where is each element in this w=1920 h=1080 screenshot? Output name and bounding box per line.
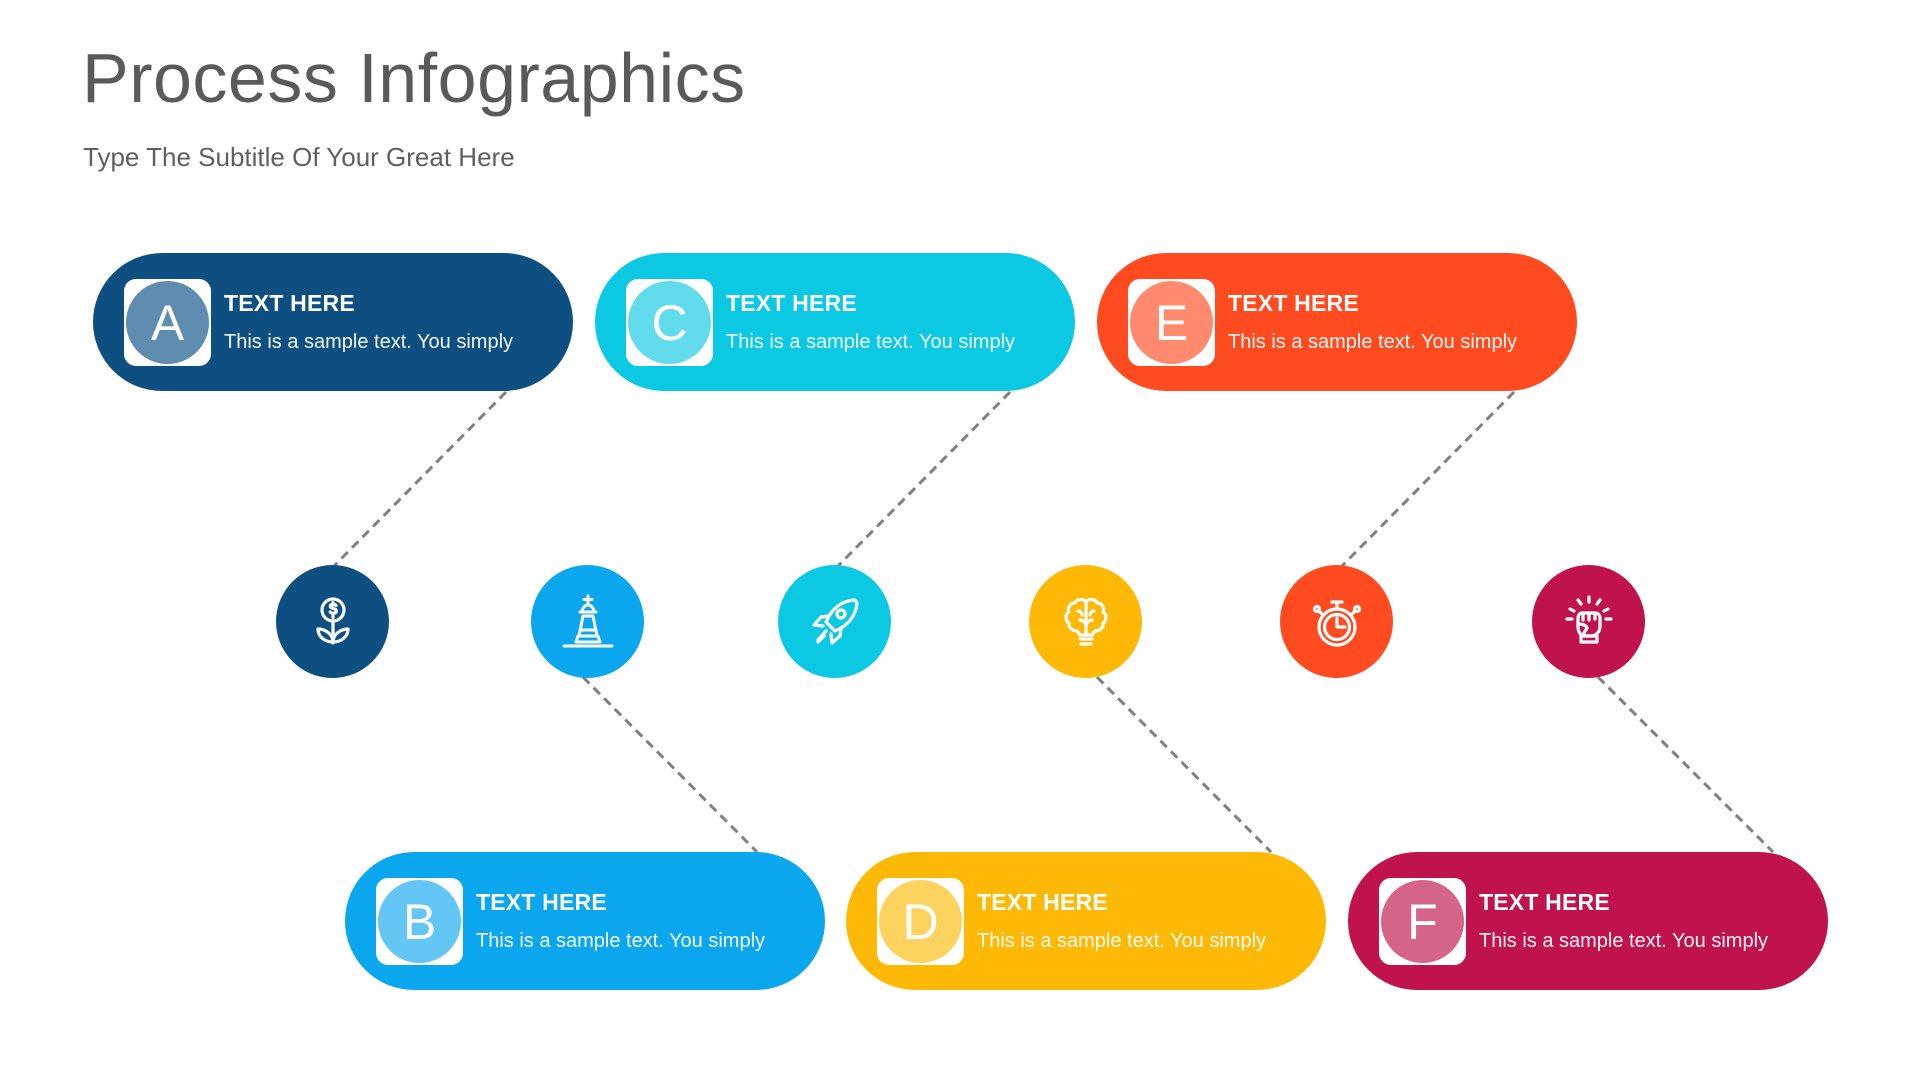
step-body: This is a sample text. You simply — [726, 331, 1016, 353]
connector-e — [1340, 390, 1516, 568]
chess-king-icon — [562, 594, 613, 647]
connector-a — [332, 390, 508, 568]
connector-c — [836, 390, 1012, 568]
step-icon-circle-e — [1280, 565, 1393, 678]
rocket-icon — [811, 597, 859, 645]
step-heading: TEXT HERE — [1228, 290, 1359, 316]
step-heading: TEXT HERE — [726, 290, 857, 316]
letter-badge: B — [376, 878, 463, 965]
page-subtitle: Type The Subtitle Of Your Great Here — [83, 142, 515, 172]
brain-bulb-icon — [1063, 597, 1108, 646]
letter-badge: E — [1128, 279, 1215, 366]
step-card-b[interactable]: B TEXT HERE This is a sample text. You s… — [345, 852, 825, 990]
step-card-a[interactable]: A TEXT HERE This is a sample text. You s… — [93, 253, 573, 391]
step-icon-circle-c — [778, 565, 891, 678]
step-icon-circle-d — [1029, 565, 1142, 678]
step-card-c[interactable]: C TEXT HERE This is a sample text. You s… — [595, 253, 1075, 391]
raised-fist-icon — [1564, 594, 1613, 644]
letter-f: F — [1381, 880, 1464, 963]
letter-e: E — [1130, 281, 1213, 364]
step-body: This is a sample text. You simply — [476, 930, 766, 952]
letter-badge: D — [877, 878, 964, 965]
step-icon-circle-b — [531, 565, 644, 678]
step-body: This is a sample text. You simply — [224, 331, 514, 353]
step-body: This is a sample text. You simply — [1228, 331, 1518, 353]
letter-badge: C — [626, 279, 713, 366]
step-heading: TEXT HERE — [224, 290, 355, 316]
connector-f — [1596, 675, 1775, 854]
step-icon-circle-f — [1532, 565, 1645, 678]
stopwatch-icon — [1312, 599, 1361, 647]
money-plant-icon — [315, 596, 350, 645]
step-body: This is a sample text. You simply — [1479, 930, 1769, 952]
page-title: Process Infographics — [82, 39, 746, 117]
letter-a: A — [126, 281, 209, 364]
letter-badge: F — [1379, 878, 1466, 965]
step-card-e[interactable]: E TEXT HERE This is a sample text. You s… — [1097, 253, 1577, 391]
letter-c: C — [628, 281, 711, 364]
letter-badge: A — [124, 279, 211, 366]
letter-d: D — [879, 880, 962, 963]
letter-b: B — [378, 880, 461, 963]
step-card-f[interactable]: F TEXT HERE This is a sample text. You s… — [1348, 852, 1828, 990]
step-heading: TEXT HERE — [977, 889, 1108, 915]
step-card-d[interactable]: D TEXT HERE This is a sample text. You s… — [846, 852, 1326, 990]
connector-d — [1095, 675, 1273, 854]
connector-b — [581, 675, 759, 854]
step-icon-circle-a — [276, 565, 389, 678]
step-heading: TEXT HERE — [476, 889, 607, 915]
step-heading: TEXT HERE — [1479, 889, 1610, 915]
step-body: This is a sample text. You simply — [977, 930, 1267, 952]
